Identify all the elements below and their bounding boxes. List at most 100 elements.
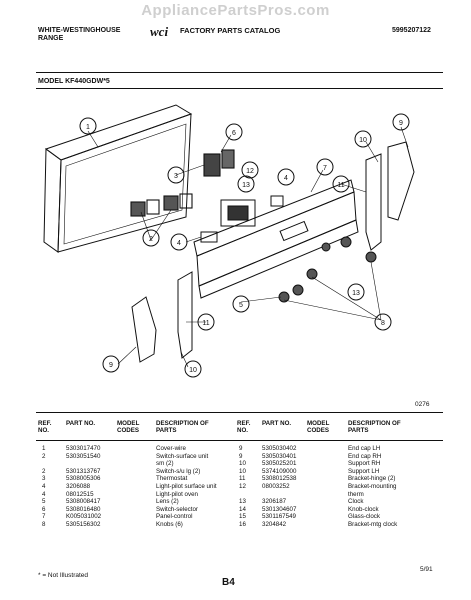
parts-table-left: 1 2 2 3 4 4 5 6 7 8 5303017470 530305154… <box>38 445 233 529</box>
header-model-codes-right: MODEL CODES <box>307 420 330 434</box>
table-row-part: 5308016480 <box>66 505 101 513</box>
table-row-desc: End cap RH <box>348 452 382 460</box>
header-ref-no: REF. NO. <box>38 420 52 434</box>
table-row-part: 5301304607 <box>262 505 297 513</box>
table-row-part: 5305156302 <box>66 520 101 528</box>
page-number: B4 <box>222 577 235 588</box>
table-row-part <box>66 460 121 468</box>
watermark: AppliancePartsPros.com <box>141 2 330 19</box>
model-rule <box>36 88 443 89</box>
brand-name: WHITE-WESTINGHOUSE RANGE <box>38 27 120 43</box>
end-cap-lh <box>131 296 157 363</box>
parts-table-right: 9 9 10 10 11 12 13 14 15 16 5305030402 5… <box>237 445 442 529</box>
table-row-ref: 13 <box>239 498 246 506</box>
table-row-desc: Bracket-hinge (2) <box>348 475 396 483</box>
callout-4: 4 <box>177 240 181 247</box>
table-row-part: 3206088 <box>66 482 91 490</box>
table-row-desc: Light-pilot surface unit <box>156 482 217 490</box>
table-row-part <box>262 491 317 499</box>
table-row-desc: Clock <box>348 498 364 506</box>
table-row-ref: 4 <box>42 490 46 498</box>
callout-11b: 11 <box>202 320 209 327</box>
callout-2: 2 <box>149 236 153 243</box>
table-row-ref: 12 <box>239 482 246 490</box>
header-description-right: DESCRIPTION OF PARTS <box>348 420 401 434</box>
header-part-no-right: PART NO. <box>262 420 292 427</box>
callout-4b: 4 <box>284 175 288 182</box>
table-row-ref: 9 <box>239 452 243 460</box>
header-rule <box>36 72 443 73</box>
table-row-ref: 7 <box>42 513 46 521</box>
header-model-codes: MODEL CODES <box>117 420 140 434</box>
surface-unit-switches <box>130 149 235 217</box>
wire-cover <box>43 104 193 253</box>
control-panel <box>193 179 359 299</box>
table-row-part: 3204842 <box>262 520 287 528</box>
description-column: Cover-wire Switch-surface unit sm (2) Sw… <box>156 445 236 529</box>
table-row-desc: Lens (2) <box>156 498 179 506</box>
table-row-part: 5303051540 <box>66 452 101 460</box>
table-row-desc: Switch-s/u lg (2) <box>156 467 201 475</box>
support-lh <box>177 271 193 359</box>
table-row-part: 08003252 <box>262 482 290 490</box>
description-column-right: End cap LH End cap RH Support RH Support… <box>348 445 440 529</box>
table-row-ref <box>239 491 259 499</box>
pilot-light <box>270 195 284 207</box>
callout-circles <box>79 113 410 378</box>
table-row-part: 5305030401 <box>262 452 297 460</box>
callout-3: 3 <box>174 173 178 180</box>
header-ref-no-right: REF. NO. <box>237 420 251 434</box>
wci-logo: wci <box>150 24 169 39</box>
table-row-ref: 16 <box>239 520 246 528</box>
table-row-desc: Support LH <box>348 467 380 475</box>
callout-6: 6 <box>232 130 236 137</box>
table-row-desc: Knobs (6) <box>156 520 183 528</box>
table-row-desc: Knob-clock <box>348 505 379 513</box>
table-row-part: 08012515 <box>66 490 94 498</box>
table-row-ref: 1 <box>42 445 46 452</box>
table-row-part: 5308012538 <box>262 475 297 483</box>
table-row-desc: Light-pilot oven <box>156 490 198 498</box>
end-cap-rh <box>387 141 415 221</box>
table-row-desc: Panel-control <box>156 513 193 521</box>
table-row-ref: 10 <box>239 460 246 468</box>
table-row-ref: 14 <box>239 505 246 513</box>
table-row-part: 5308008417 <box>66 498 101 506</box>
callout-10b: 10 <box>189 367 197 374</box>
table-row-ref: 10 <box>239 467 246 475</box>
callout-9b: 9 <box>109 362 113 369</box>
callout-10: 10 <box>359 137 367 144</box>
table-row-ref: 9 <box>239 445 243 452</box>
table-row-ref: 8 <box>42 520 46 528</box>
table-row-desc: Support RH <box>348 460 381 468</box>
model-number: MODEL KF440GDW*5 <box>38 78 110 85</box>
callout-8: 8 <box>381 320 385 327</box>
brand-line2: RANGE <box>38 35 64 42</box>
table-row-part: 3206187 <box>262 498 287 506</box>
table-row-desc: End cap LH <box>348 445 381 452</box>
exploded-parts-diagram: 1 2 3 4 4 5 6 7 8 9 9 10 10 11 11 12 13 … <box>43 104 415 378</box>
callout-13: 13 <box>242 182 250 189</box>
part-column-right: 5305030402 5305030401 5305025201 5374109… <box>262 445 317 529</box>
document-number: 5995207122 <box>392 27 431 34</box>
table-row-ref: 6 <box>42 505 46 513</box>
table-row-desc: therm <box>348 490 364 498</box>
part-column: 5303017470 5303051540 5301313767 5308005… <box>66 445 121 529</box>
revision-date: 5/91 <box>420 566 433 573</box>
leader-lines <box>87 126 409 368</box>
table-row-desc: Glass-clock <box>348 513 380 521</box>
table-row-desc: Thermostat <box>156 475 188 483</box>
table-row-ref: 2 <box>42 452 46 460</box>
callout-14: 13 <box>352 290 360 297</box>
support-rh <box>365 153 382 251</box>
table-row-ref: 5 <box>42 498 46 506</box>
ref-column-right: 9 9 10 10 11 12 13 14 15 16 <box>239 445 259 529</box>
callout-12: 12 <box>246 168 254 175</box>
table-row-part: 5374109000 <box>262 467 297 475</box>
table-row-part: 5305030402 <box>262 445 297 452</box>
clock-glass <box>227 205 249 221</box>
ref-column: 1 2 2 3 4 4 5 6 7 8 <box>42 445 62 529</box>
table-row-part: 5303017470 <box>66 445 101 452</box>
not-illustrated-note: * = Not Illustrated <box>38 572 89 579</box>
table-row-ref: 11 <box>239 475 246 483</box>
